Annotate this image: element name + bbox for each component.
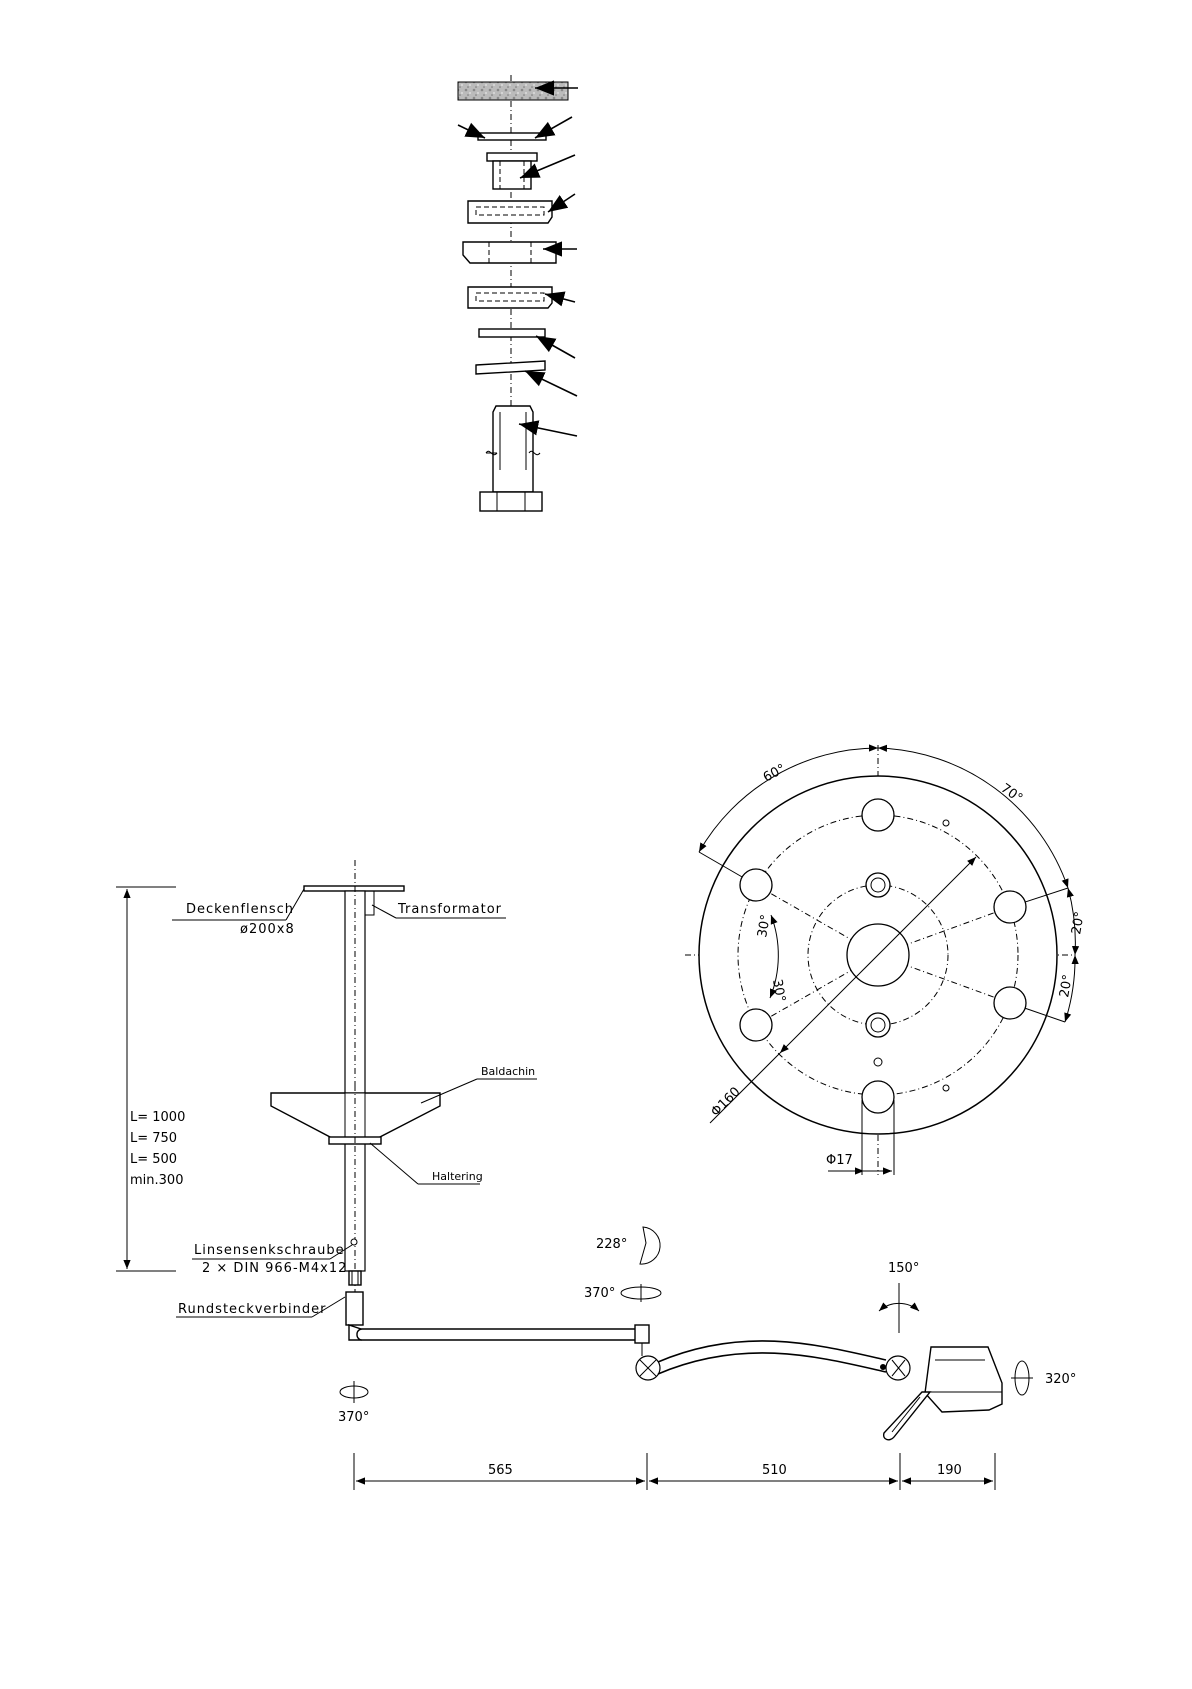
angle-20-lower: 20° [1057,973,1076,998]
hole-inner-bottom [866,1013,890,1037]
lamp-head [925,1347,1002,1412]
hole-17-label: Φ17 [826,1153,853,1168]
angle-228: 228° [596,1237,627,1252]
connector-housing [346,1292,363,1325]
mounting-stack [458,75,578,511]
hole-inner-top [866,873,890,897]
angle-head-rotation: 320° [1045,1372,1076,1387]
angle-70: 70° [998,781,1025,807]
arrow-washer-right [535,117,572,138]
arm-joint-block [635,1325,649,1343]
dim-510: 510 [762,1463,787,1478]
washer-pair [478,133,546,140]
hole-small-br [943,1085,949,1091]
label-deckenflansch-size: ø200x8 [240,922,295,937]
label-transformator: Transformator [397,902,502,917]
hole-upper-left [740,869,772,901]
lamp-handle-inner [892,1397,920,1432]
hole-bottom [862,1081,894,1113]
ceiling-slab [458,82,568,100]
angle-head-tilt: 150° [888,1261,919,1276]
leader-transformator [372,905,396,918]
arrow-spring-washer [525,371,577,396]
length-750: L= 750 [130,1131,177,1146]
hole-upper-right [994,891,1026,923]
arrow-washer-left [458,125,485,138]
label-linsensenkschraube: Linsensenkschraube [194,1243,345,1258]
angle-60: 60° [761,761,788,785]
angle-370-mid: 370° [584,1286,615,1301]
angle-370-base: 370° [338,1410,369,1425]
angle-20-upper: 20° [1069,910,1088,935]
leader-baldachin [421,1079,477,1103]
label-haltering: Haltering [432,1170,483,1183]
hole-top [862,799,894,831]
spring-arm-top [658,1341,886,1362]
length-min300: min.300 [130,1173,183,1188]
flange-middle [463,242,556,263]
lamp-handle [884,1392,930,1440]
transformator-box [365,891,374,915]
spring-arm-bottom [658,1353,886,1374]
label-baldachin: Baldachin [481,1065,535,1078]
label-deckenflansch: Deckenflensch [186,902,294,917]
arrow-flat-washer [536,336,575,358]
hole-lower-left [740,1009,772,1041]
arm-end-pin [880,1364,886,1370]
flange-lower [468,287,552,308]
label-din-spec: 2 × DIN 966-M4x12 [202,1261,347,1276]
bolt-shank [493,406,533,492]
ceiling-flange-plate [304,886,404,891]
label-rundsteckverbinder: Rundsteckverbinder [178,1302,326,1317]
flange-upper [468,201,552,223]
hole-small-tr [943,820,949,826]
sleeve-cap [487,153,537,161]
horizontal-arm [357,1329,639,1340]
dim-190: 190 [937,1463,962,1478]
leader-haltering [370,1143,418,1184]
length-500: L= 500 [130,1152,177,1167]
bolt-head [480,492,542,511]
hole-small-center [874,1058,882,1066]
diameter-160-label: Φ160 [708,1084,743,1119]
screw-hole [351,1239,357,1245]
tilt-228-symbol [640,1227,660,1264]
flat-washer [479,329,545,337]
dim-565: 565 [488,1463,513,1478]
spring-washer [476,361,545,374]
hole-lower-right [994,987,1026,1019]
flange-plan: 60° 70° 20° 20° 30° 30° Φ160 Φ17 [685,745,1088,1175]
length-1000: L= 1000 [130,1110,185,1125]
connector-plug [349,1271,361,1285]
